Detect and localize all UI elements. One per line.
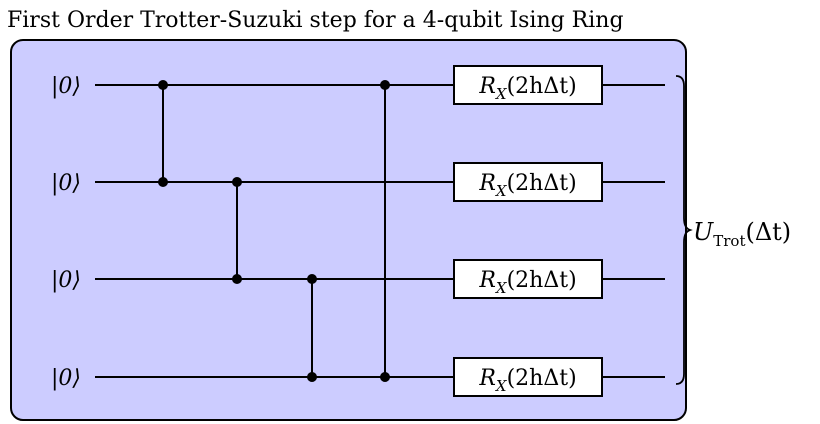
output-brace xyxy=(675,75,693,385)
rx-gate-op-sub-1: X xyxy=(495,182,508,200)
cz-control-dot-0-b xyxy=(158,177,168,187)
rx-gate-arg-1: (2hΔt) xyxy=(507,171,577,196)
rx-gate-box-0 xyxy=(453,65,603,105)
rx-gate-box-3 xyxy=(453,357,603,397)
rx-gate-label-1: RX(2hΔt) xyxy=(478,171,576,200)
rx-gate-arg-2: (2hΔt) xyxy=(507,268,577,293)
rx-gate-arg-0: (2hΔt) xyxy=(507,74,577,99)
cz-control-dot-2-b xyxy=(307,372,317,382)
rx-gate-op-0: R xyxy=(478,74,496,99)
rx-gate-arg-3: (2hΔt) xyxy=(507,366,577,391)
qubit-ket-3: |0⟩ xyxy=(51,366,81,391)
cz-control-dot-3-b xyxy=(380,372,390,382)
output-operator-main: U xyxy=(693,218,714,246)
cz-control-dot-2-a xyxy=(307,274,317,284)
cz-control-dot-3-a xyxy=(380,80,390,90)
rx-gate-2: RX(2hΔt) xyxy=(453,259,603,299)
rx-gate-box-1 xyxy=(453,162,603,202)
circuit-panel xyxy=(10,39,687,421)
output-operator-arg: (Δt) xyxy=(745,218,791,246)
output-operator-label: UTrot(Δt) xyxy=(693,218,791,250)
rx-gate-1: RX(2hΔt) xyxy=(453,162,603,202)
rx-gate-label-0: RX(2hΔt) xyxy=(478,74,576,103)
rx-gate-op-sub-2: X xyxy=(495,279,508,297)
rx-gate-label-2: RX(2hΔt) xyxy=(478,268,576,297)
cz-control-dot-0-a xyxy=(158,80,168,90)
cz-control-dot-1-b xyxy=(232,274,242,284)
cz-control-dot-1-a xyxy=(232,177,242,187)
qubit-ket-1: |0⟩ xyxy=(51,171,81,196)
rx-gate-0: RX(2hΔt) xyxy=(453,65,603,105)
qubit-ket-0: |0⟩ xyxy=(51,74,81,99)
figure-title: First Order Trotter-Suzuki step for a 4-… xyxy=(7,8,624,33)
rx-gate-op-sub-0: X xyxy=(495,85,508,103)
rx-gate-label-3: RX(2hΔt) xyxy=(478,366,576,395)
rx-gate-op-3: R xyxy=(478,366,496,391)
qubit-ket-2: |0⟩ xyxy=(51,268,81,293)
rx-gate-op-2: R xyxy=(478,268,496,293)
rx-gate-box-2 xyxy=(453,259,603,299)
rx-gate-op-sub-3: X xyxy=(495,377,508,395)
rx-gate-3: RX(2hΔt) xyxy=(453,357,603,397)
output-operator-sub: Trot xyxy=(713,232,745,250)
rx-gate-op-1: R xyxy=(478,171,496,196)
